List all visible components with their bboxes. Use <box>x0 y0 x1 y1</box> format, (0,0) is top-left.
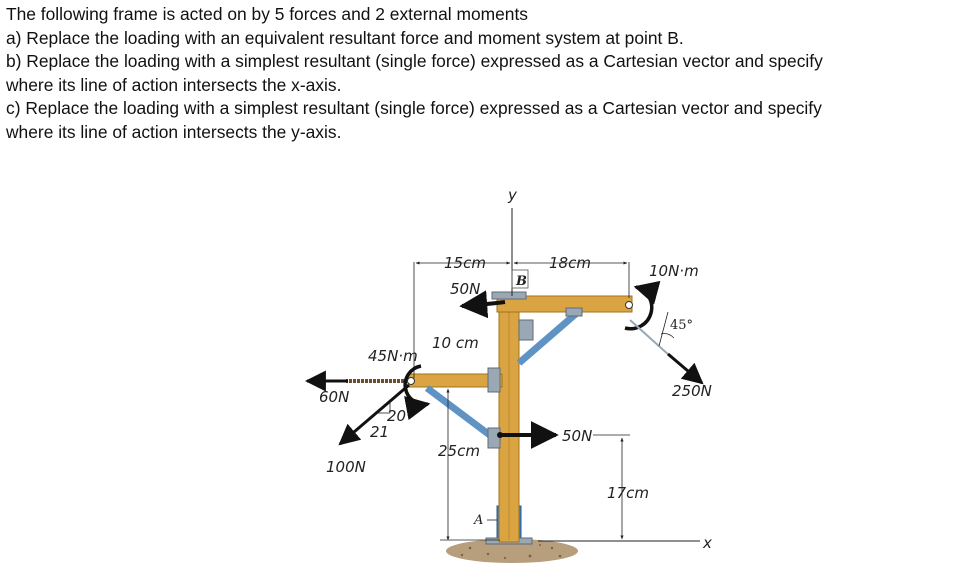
force-50n-top-arrow <box>459 290 506 319</box>
moment-45nm-arrow <box>403 364 431 421</box>
problem-line-1: The following frame is acted on by 5 for… <box>6 4 528 24</box>
problem-line-6: where its line of action intersects the … <box>6 121 342 142</box>
dim-25cm-label: 25cm <box>438 442 480 460</box>
slope-20-label: 20 <box>387 407 406 425</box>
moment-10nm-label: 10N·m <box>649 262 699 280</box>
lower-brace <box>424 385 502 445</box>
problem-statement: The following frame is acted on by 5 for… <box>6 3 956 145</box>
point-b-label: B <box>515 274 527 289</box>
slope-21-label: 21 <box>370 423 389 441</box>
problem-line-5: c) Replace the loading with a simplest r… <box>6 98 822 119</box>
top-brace <box>516 309 581 366</box>
force-50n-right-label: 50N <box>562 427 592 445</box>
x-axis-label: x <box>702 534 712 552</box>
problem-line-3: b) Replace the loading with a simplest r… <box>6 51 823 72</box>
dim-15cm-label: 15cm <box>444 254 486 272</box>
pin-mid-left <box>407 377 415 385</box>
moment-10nm-arrow <box>624 280 661 331</box>
problem-line-4: where its line of action intersects the … <box>6 74 342 95</box>
force-60n-label: 60N <box>319 388 349 406</box>
ground-texture <box>460 544 562 560</box>
y-axis-label: y <box>507 186 518 204</box>
moment-45nm-label: 45N·m <box>368 347 418 365</box>
top-cap-plate <box>491 291 527 300</box>
problem-line-2: a) Replace the loading with an equivalen… <box>6 27 684 48</box>
force-50n-top-label: 50N <box>450 280 480 298</box>
force-100n-arrow <box>338 383 410 446</box>
ground <box>446 539 578 563</box>
force-250n-label: 250N <box>672 382 712 400</box>
angle-45-label: 45° <box>670 318 693 333</box>
dim-18cm-label: 18cm <box>549 254 591 272</box>
dim-17cm-label: 17cm <box>607 484 649 502</box>
dim-10cm-label: 10 cm <box>432 334 479 352</box>
point-a-label: A <box>473 513 483 528</box>
pin-top-right <box>625 301 633 309</box>
force-250n-rope <box>629 319 671 357</box>
force-250n-arrow <box>667 352 704 385</box>
force-100n-label: 100N <box>326 458 366 476</box>
